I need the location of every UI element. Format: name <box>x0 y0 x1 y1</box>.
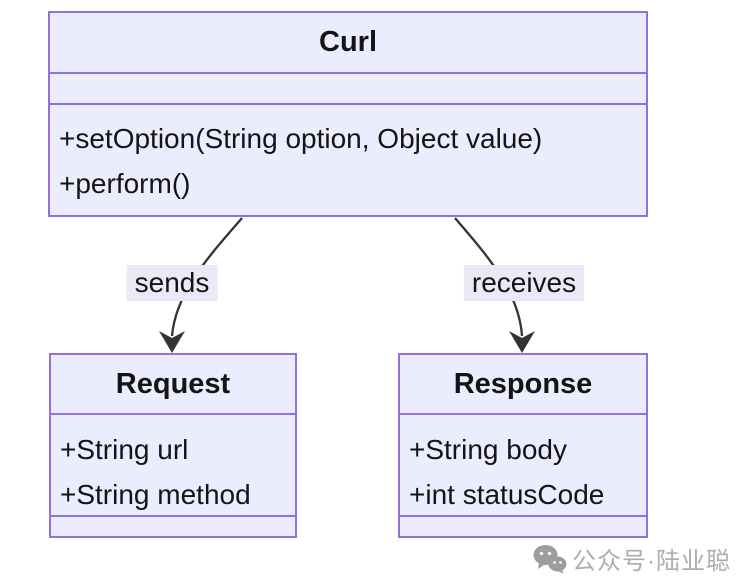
class-box-request: Request +String url +String method <box>49 353 297 538</box>
watermark-text: 公众号·陆业聪 <box>572 548 731 575</box>
class-attributes-request: +String url +String method <box>51 415 295 517</box>
class-methods-request <box>51 517 295 536</box>
class-title-curl: Curl <box>50 13 646 74</box>
edge-label-sends: sends <box>126 265 218 301</box>
attribute-statuscode: +int statusCode <box>409 479 605 510</box>
attribute-method: +String method <box>60 479 251 510</box>
class-attributes-response: +String body +int statusCode <box>400 415 646 517</box>
attribute-url: +String url <box>60 434 189 465</box>
edge-sends-arrowhead <box>159 331 185 353</box>
wechat-icon <box>533 544 567 573</box>
edge-label-receives: receives <box>463 265 585 301</box>
class-methods-curl: +setOption(String option, Object value) … <box>50 105 646 215</box>
method-setoption: +setOption(String option, Object value) <box>59 123 543 154</box>
class-title-response: Response <box>400 355 646 415</box>
attribute-body: +String body <box>409 434 567 465</box>
class-box-response: Response +String body +int statusCode <box>398 353 648 538</box>
class-box-curl: Curl +setOption(String option, Object va… <box>48 11 648 217</box>
class-title-request: Request <box>51 355 295 415</box>
watermark: 公众号·陆业聪 <box>533 541 731 576</box>
class-methods-response <box>400 517 646 536</box>
method-perform: +perform() <box>59 168 191 199</box>
edge-receives-arrowhead <box>509 331 535 353</box>
class-attributes-curl <box>50 74 646 105</box>
